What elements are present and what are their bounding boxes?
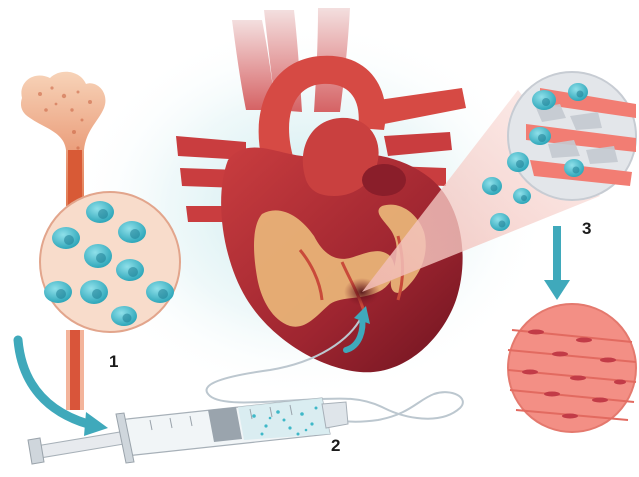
arrow-bone-to-syringe xyxy=(18,340,108,436)
step-label-2: 2 xyxy=(331,437,340,454)
arrow-down-to-muscle xyxy=(544,226,570,300)
bone-marrow-magnified xyxy=(40,192,180,332)
muscle-tissue-illustration xyxy=(508,304,636,432)
step-label-1: 1 xyxy=(109,353,118,370)
step-label-3: 3 xyxy=(582,220,591,237)
tissue-with-stem-cells-magnified xyxy=(508,72,636,200)
